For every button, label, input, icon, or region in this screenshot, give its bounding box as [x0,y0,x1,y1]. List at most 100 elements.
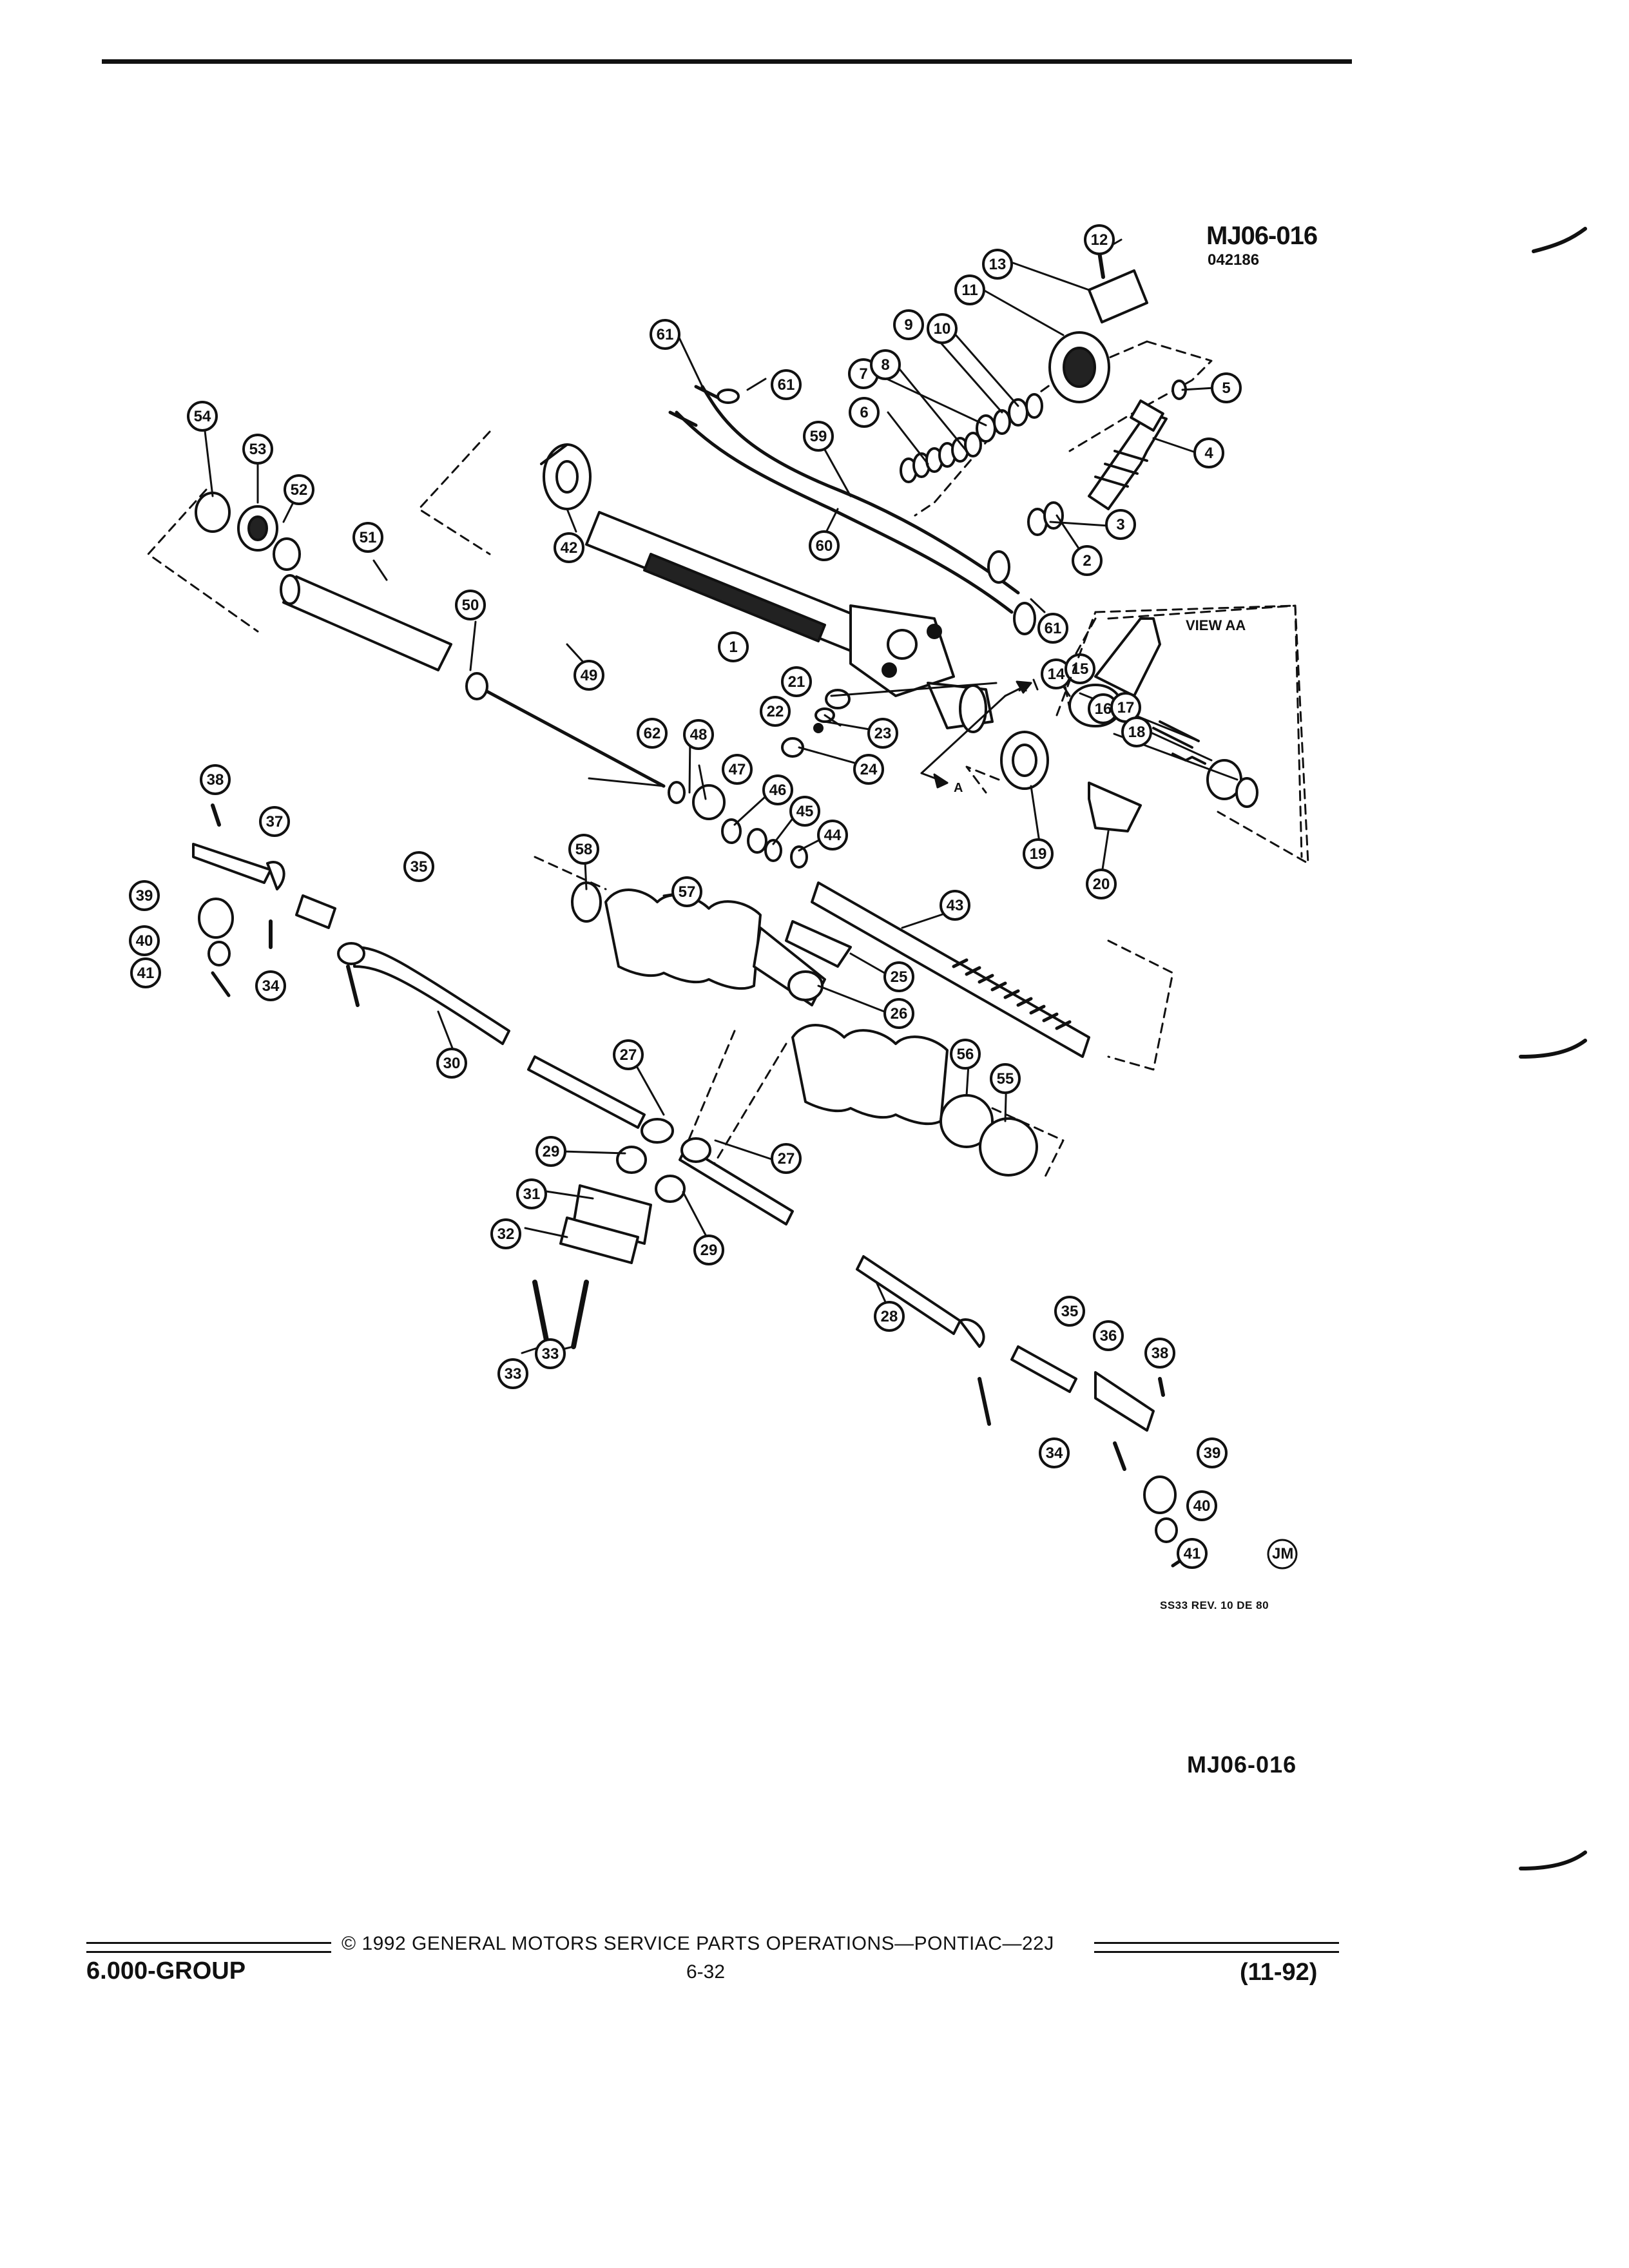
revision-note: SS33 REV. 10 DE 80 [1160,1599,1269,1611]
callout-35: 35 [403,851,434,882]
callout-33: 33 [535,1338,566,1369]
callout-48: 48 [683,719,714,750]
callout-3: 3 [1105,509,1136,540]
figure-code: MJ06-016 [1206,222,1318,250]
callout-56: 56 [950,1039,981,1070]
callout-number: 1 [729,639,737,656]
footer-rule-left [86,1942,331,1944]
callout-49: 49 [574,660,604,691]
callout-23: 23 [867,718,898,749]
tie-rod-right [856,1255,1194,1568]
callout-27: 27 [771,1143,802,1174]
callout-number: 13 [989,256,1007,273]
callout-57: 57 [671,876,702,907]
callout-number: 33 [505,1365,522,1383]
parts-19-20 [1000,731,1142,832]
callout-33: 33 [497,1358,528,1389]
gear-housing [585,511,994,733]
callout-number: 32 [497,1225,515,1243]
callout-number: 22 [767,703,784,720]
rack-43 [811,881,1090,1058]
callout-number: 16 [1095,700,1112,718]
rod-49 [465,672,666,788]
center-rod-30-and-plate [527,1055,794,1349]
callout-61: 61 [1037,613,1068,644]
callout-39: 39 [1197,1437,1228,1468]
callout-29: 29 [535,1136,566,1167]
section-letter-top: A [1018,680,1028,695]
callout-40: 40 [1186,1490,1217,1521]
bushing-42 [540,443,592,510]
callout-number: 52 [291,481,308,499]
callout-52: 52 [284,474,314,505]
callout-number: 47 [729,761,746,778]
sleeve-51 [280,574,452,671]
view-aa-box [1055,604,1303,858]
callout-38: 38 [1144,1338,1175,1369]
callout-number: 31 [523,1186,541,1203]
callout-number: 8 [881,356,889,374]
callout-number: 41 [1184,1545,1201,1562]
callout-16: 16 [1088,693,1119,724]
callout-number: 17 [1117,699,1135,716]
callout-number: 27 [620,1046,637,1064]
hydraulic-lines [668,385,1020,614]
callout-number: 10 [934,320,951,338]
callout-number: 14 [1048,666,1065,683]
callout-number: 35 [410,858,428,876]
callout-54: 54 [187,401,218,432]
callout-53: 53 [242,434,273,465]
parts-52-54 [195,492,301,571]
callout-59: 59 [803,421,834,452]
callout-46: 46 [762,774,793,805]
callout-28: 28 [874,1301,905,1332]
footer-rule-right [1094,1942,1339,1944]
callout-19: 19 [1023,838,1054,869]
callout-24: 24 [853,754,884,785]
callout-42: 42 [554,532,584,563]
callout-51: 51 [352,522,383,553]
callout-number: 5 [1222,380,1230,397]
figure-code-bottom: MJ06-016 [1187,1751,1297,1778]
view-aa-label: VIEW AA [1186,617,1246,633]
callout-13: 13 [982,249,1013,280]
jm-badge [1267,1539,1298,1570]
callout-number: 41 [137,965,155,982]
callout-number: 35 [1061,1303,1079,1320]
footer-copyright: © 1992 GENERAL MOTORS SERVICE PARTS OPER… [342,1933,1054,1954]
callout-number: 60 [816,537,833,555]
callout-27: 27 [613,1039,644,1070]
callout-1: 1 [718,631,749,662]
callout-8: 8 [870,349,901,380]
tie-rod-left [192,803,510,1045]
callout-number: 36 [1100,1327,1117,1345]
callout-9: 9 [893,309,924,340]
callout-22: 22 [760,696,791,727]
callout-number: 3 [1116,516,1124,533]
callout-41: 41 [130,957,161,988]
callout-number: 29 [700,1242,718,1259]
callout-45: 45 [789,796,820,827]
callout-61: 61 [650,319,680,350]
top-rule [102,59,1352,64]
callout-25: 25 [883,961,914,992]
callout-number: 55 [997,1070,1014,1088]
callout-30: 30 [436,1048,467,1079]
callout-35: 35 [1054,1296,1085,1327]
callout-number: 42 [561,539,578,557]
footer-rule-right-bottom [1094,1951,1339,1953]
callout-number: 24 [860,761,878,778]
callout-number: 39 [136,887,153,905]
callout-number: 48 [690,726,708,744]
callout-20: 20 [1086,869,1117,899]
callout-number: 19 [1030,845,1047,863]
callout-number: 6 [860,404,868,421]
callout-number: 38 [1152,1345,1169,1362]
callout-number: 34 [1046,1445,1063,1462]
callout-18: 18 [1121,716,1152,747]
callout-6: 6 [849,397,880,428]
callout-number: 40 [136,932,153,950]
callout-number: 2 [1083,552,1091,570]
